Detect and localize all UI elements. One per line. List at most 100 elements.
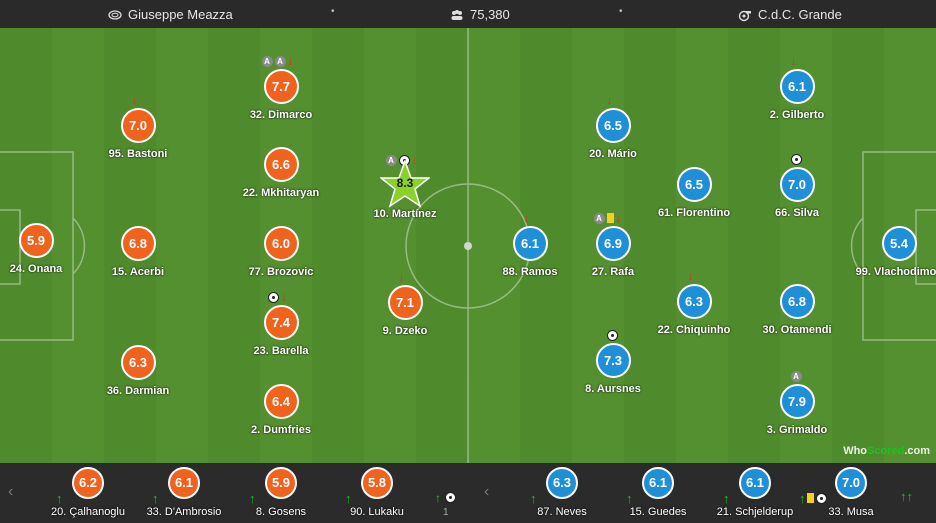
goal-ball-icon bbox=[268, 291, 279, 303]
player-name: 27. Rafa bbox=[591, 266, 635, 278]
home-subs-prev-icon[interactable]: ‹ bbox=[8, 483, 14, 500]
separator-dot: • bbox=[331, 6, 335, 17]
player-rating-holder: ↓7.4 bbox=[221, 291, 341, 340]
substituted-on-icon: ↑ bbox=[626, 491, 633, 506]
star-icon bbox=[380, 160, 430, 208]
player-rating-holder: 5.4 bbox=[839, 226, 936, 261]
more-subs-arrow-icon: ↑ bbox=[435, 491, 441, 505]
player-rating: 6.3 bbox=[676, 284, 712, 319]
substituted-off-icon: ↓ bbox=[615, 211, 622, 225]
home-player[interactable]: 6.4 2. Dumfries bbox=[221, 384, 341, 436]
assist-icon: A bbox=[274, 55, 286, 67]
goal-ball-icon bbox=[606, 329, 618, 341]
substituted-on-icon: ↑ bbox=[249, 491, 256, 506]
player-rating: 5.4 bbox=[881, 226, 917, 261]
player-rating-holder: A↓6.9 bbox=[553, 212, 673, 261]
assist-icon: A bbox=[790, 370, 802, 382]
player-rating: 5.9 bbox=[18, 223, 54, 258]
substitute-name: 21. Schjelderup bbox=[716, 506, 794, 518]
substitute-rating: 6.1 bbox=[168, 467, 200, 499]
player-name: 61. Florentino bbox=[657, 207, 731, 219]
substitute-name: 8. Gosens bbox=[255, 506, 307, 518]
player-rating-holder: ↓7.0 bbox=[78, 94, 198, 143]
player-rating-holder: 6.4 bbox=[221, 384, 341, 419]
referee-info: C.d.C. Grande bbox=[738, 7, 842, 22]
player-name: 88. Ramos bbox=[502, 266, 558, 278]
player-rating-holder: 6.8 bbox=[78, 226, 198, 261]
stadium-icon bbox=[108, 9, 122, 20]
home-player[interactable]: ↓ 7.1 9. Dzeko bbox=[345, 271, 465, 337]
whistle-icon bbox=[738, 10, 751, 21]
referee-name: C.d.C. Grande bbox=[758, 7, 842, 22]
home-player[interactable]: 6.8 15. Acerbi bbox=[78, 226, 198, 278]
home-player[interactable]: 5.9 24. Onana bbox=[0, 223, 96, 275]
player-name: 30. Otamendi bbox=[762, 324, 832, 336]
player-rating-holder: 6.6 bbox=[221, 147, 341, 182]
player-name: 15. Acerbi bbox=[111, 266, 165, 278]
player-event-icons: ↓ bbox=[399, 271, 405, 283]
substitute-name: 90. Lukaku bbox=[350, 506, 404, 518]
player-name: 3. Grimaldo bbox=[766, 424, 828, 436]
player-rating: 6.3 bbox=[120, 345, 156, 380]
player-name: 24. Onana bbox=[9, 263, 63, 275]
substitute-rating: 6.3 bbox=[546, 467, 578, 499]
substitute-rating: 6.2 bbox=[72, 467, 104, 499]
away-player[interactable]: 6.5 61. Florentino bbox=[634, 167, 754, 219]
substitute-name: 33. Musa bbox=[828, 506, 874, 518]
player-rating-holder: 6.5 bbox=[634, 167, 754, 202]
crowd-icon bbox=[451, 9, 463, 20]
player-event-icons bbox=[790, 153, 802, 165]
assist-icon: A bbox=[261, 55, 273, 67]
player-rating: 6.5 bbox=[676, 167, 712, 202]
player-rating: 6.8 bbox=[120, 226, 156, 261]
away-more-subs-icon[interactable]: ↑↑ bbox=[900, 489, 913, 504]
substituted-on-icon: ↑ bbox=[56, 491, 63, 506]
substituted-off-icon: ↓ bbox=[131, 93, 138, 107]
player-name: 10. Martínez bbox=[373, 208, 437, 220]
substitute-rating: 5.8 bbox=[361, 467, 393, 499]
whoscored-logo: WhoScored.com bbox=[843, 445, 930, 457]
home-more-subs-count: 1 bbox=[442, 507, 449, 518]
substituted-off-icon: ↓ bbox=[398, 270, 405, 284]
player-name: 2. Dumfries bbox=[251, 424, 311, 436]
substituted-on-icon: ↑ bbox=[345, 491, 352, 506]
player-name: 9. Dzeko bbox=[382, 325, 428, 337]
home-more-subs[interactable]: ↑ 1 bbox=[435, 489, 457, 518]
player-rating: 7.1 bbox=[387, 285, 423, 320]
player-name: 32. Dimarco bbox=[249, 109, 313, 121]
away-subs-prev-icon[interactable]: ‹ bbox=[484, 483, 490, 500]
player-rating: 6.0 bbox=[263, 226, 299, 261]
player-rating: 6.1 bbox=[512, 226, 548, 261]
away-player[interactable]: A↓6.9 27. Rafa bbox=[553, 212, 673, 278]
player-rating: 8.3 bbox=[396, 176, 414, 190]
home-substitute[interactable]: ↑ 5.8 90. Lukaku bbox=[317, 467, 437, 518]
player-rating-holder: A↓8.3 bbox=[345, 154, 465, 208]
